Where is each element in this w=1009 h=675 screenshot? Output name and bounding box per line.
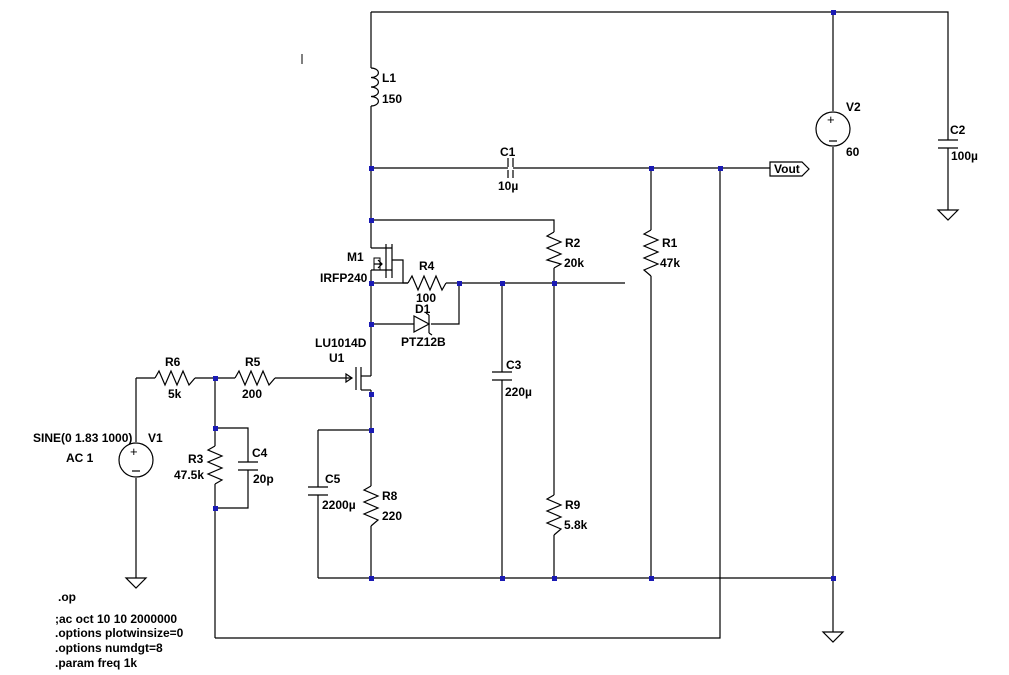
vout-net-label[interactable]: Vout [769, 161, 810, 177]
directive-param[interactable]: .param freq 1k [55, 656, 137, 670]
u1-name: U1 [329, 351, 345, 365]
resistor-r1[interactable]: R1 47k [642, 229, 680, 277]
c5-value: 2200µ [322, 498, 356, 512]
r9-value: 5.8k [564, 518, 588, 532]
r3-value: 47.5k [174, 468, 204, 482]
d1-name: D1 [415, 302, 431, 316]
r2-value: 20k [564, 256, 584, 270]
r4-name: R4 [419, 259, 435, 273]
d1-value: PTZ12B [401, 335, 446, 349]
v1-value: SINE(0 1.83 1000) [33, 431, 132, 445]
voltage-source-v2[interactable]: + V2 60 [815, 100, 861, 159]
capacitor-c1[interactable]: C1 10µ [498, 145, 518, 193]
resistor-r4[interactable]: R4 100 [407, 259, 447, 305]
c2-value: 100µ [951, 149, 978, 163]
spice-directives[interactable]: .op ;ac oct 10 10 2000000 .options plotw… [55, 590, 184, 670]
r6-name: R6 [165, 355, 181, 369]
u1-value: LU1014D [315, 336, 367, 350]
v1-name: V1 [148, 431, 163, 445]
m1-value: IRFP240 [320, 271, 368, 285]
capacitor-c2[interactable]: C2 100µ [938, 123, 978, 163]
ground-symbol-v2 [821, 631, 845, 643]
resistor-r5[interactable]: R5 200 [234, 355, 276, 401]
wires [135, 11, 949, 639]
directive-numdgt[interactable]: .options numdgt=8 [55, 641, 163, 655]
r3-name: R3 [188, 452, 204, 466]
resistor-r8[interactable]: R8 220 [362, 485, 402, 527]
ground-symbol-c2 [936, 209, 960, 221]
c4-name: C4 [252, 446, 268, 460]
directive-plotwinsize[interactable]: .options plotwinsize=0 [55, 626, 184, 640]
resistor-r6[interactable]: R6 5k [154, 355, 196, 401]
directive-ac[interactable]: ;ac oct 10 10 2000000 [55, 612, 177, 626]
c3-name: C3 [506, 358, 522, 372]
c5-name: C5 [325, 472, 341, 486]
c3-value: 220µ [505, 385, 532, 399]
vout-label-text: Vout [774, 162, 800, 176]
m1-name: M1 [347, 250, 364, 264]
r1-name: R1 [662, 236, 678, 250]
junctions [213, 10, 836, 581]
capacitor-c5[interactable]: C5 2200µ [308, 472, 356, 512]
inductor-l1[interactable]: L1 150 [370, 67, 402, 107]
resistor-r9[interactable]: R9 5.8k [545, 494, 588, 536]
resistor-r3[interactable]: R3 47.5k [174, 445, 224, 485]
ground-symbol-v1 [124, 577, 148, 589]
c2-name: C2 [950, 123, 966, 137]
r4-value: 100 [416, 291, 436, 305]
v2-name: V2 [846, 100, 861, 114]
r5-value: 200 [242, 387, 262, 401]
transistor-u1[interactable]: LU1014D U1 [315, 336, 371, 391]
r6-value: 5k [168, 387, 182, 401]
v1-ac: AC 1 [66, 451, 94, 465]
r8-value: 220 [382, 509, 402, 523]
resistor-r2[interactable]: R2 20k [545, 231, 584, 270]
svg-text:+: + [827, 112, 835, 127]
l1-value: 150 [382, 92, 402, 106]
r1-value: 47k [660, 256, 680, 270]
l1-name: L1 [382, 71, 396, 85]
r5-name: R5 [245, 355, 261, 369]
diode-d1[interactable]: D1 PTZ12B [401, 302, 446, 349]
svg-text:+: + [130, 444, 138, 459]
mosfet-m1[interactable]: M1 IRFP240 [320, 244, 408, 285]
voltage-source-v1[interactable]: + SINE(0 1.83 1000) V1 AC 1 [33, 431, 163, 478]
capacitor-c4[interactable]: C4 20p [238, 446, 274, 486]
r9-name: R9 [565, 498, 581, 512]
c4-value: 20p [253, 472, 274, 486]
r2-name: R2 [565, 236, 581, 250]
r8-name: R8 [382, 489, 398, 503]
v2-value: 60 [846, 145, 860, 159]
directive-op[interactable]: .op [58, 590, 76, 604]
capacitor-c3[interactable]: C3 220µ [492, 358, 532, 399]
c1-value: 10µ [498, 179, 518, 193]
c1-name: C1 [500, 145, 516, 159]
